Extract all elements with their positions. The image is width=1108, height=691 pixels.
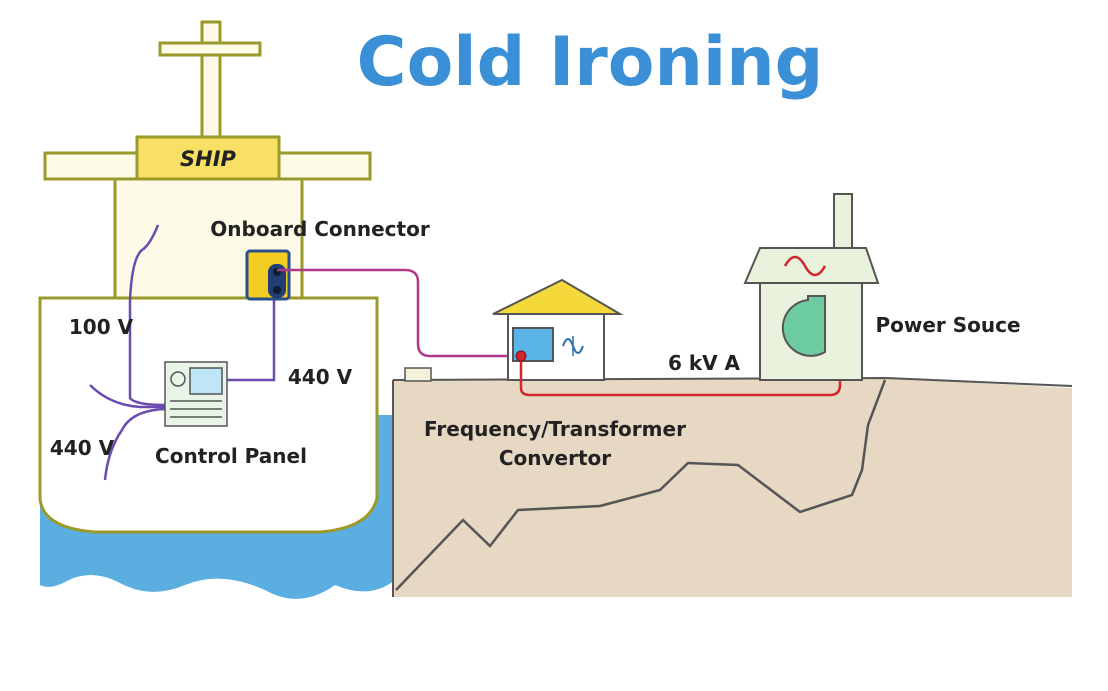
power-source-building bbox=[743, 193, 880, 381]
ship-label-box bbox=[135, 135, 281, 181]
shore-land bbox=[393, 378, 1072, 597]
quay-block bbox=[404, 367, 432, 382]
shore-voltage-label: 6 kV A bbox=[668, 351, 741, 375]
onboard-connector bbox=[245, 249, 291, 301]
cable-junction bbox=[515, 350, 527, 362]
shore-cable bbox=[277, 268, 520, 358]
ship-mast bbox=[158, 20, 262, 139]
converter-label-line2: Convertor bbox=[499, 446, 611, 470]
converter-building bbox=[492, 278, 624, 381]
onboard-connector-label: Onboard Connector bbox=[210, 217, 430, 241]
ship-internal-cables bbox=[89, 224, 276, 481]
ship-label: SHIP bbox=[180, 147, 237, 171]
control-panel-label: Control Panel bbox=[155, 444, 307, 468]
generator-icon bbox=[781, 295, 826, 357]
voltage-100-label: 100 V bbox=[69, 315, 134, 339]
power-cable bbox=[519, 319, 842, 397]
control-panel bbox=[164, 361, 228, 427]
diagram-title: Cold Ironing bbox=[357, 23, 824, 102]
voltage-440-panel-label: 440 V bbox=[288, 365, 353, 389]
voltage-440-left-label: 440 V bbox=[50, 436, 115, 460]
ac-wave-icon bbox=[783, 255, 827, 277]
converter-label-line1: Frequency/Transformer bbox=[424, 417, 686, 441]
power-source-label: Power Souce bbox=[875, 313, 1020, 337]
cliff-outline bbox=[395, 379, 887, 591]
